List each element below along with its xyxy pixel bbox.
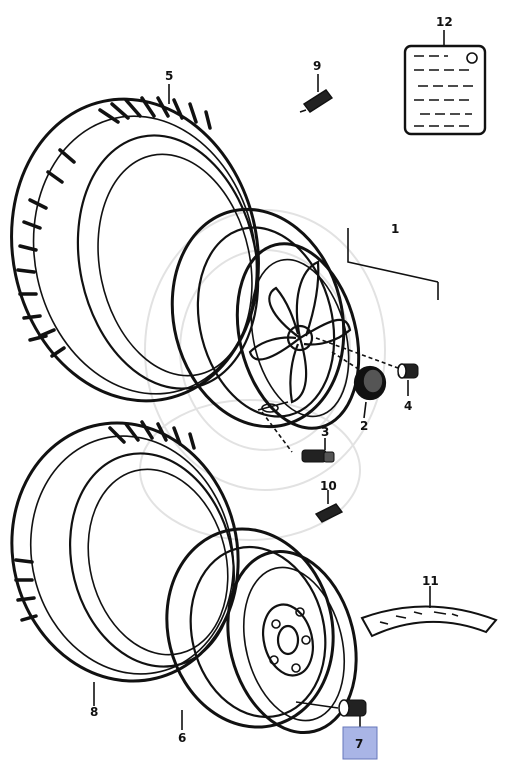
lower-tire-tread [14,420,196,622]
callout-10[interactable]: 10 [320,479,337,493]
tire-valve-alloy[interactable] [301,449,335,463]
valve-leader [261,411,293,453]
tire-placard[interactable] [403,44,487,136]
callout-11[interactable]: 11 [422,574,439,588]
callout-7[interactable]: 7 [355,737,363,751]
callout-1[interactable]: 1 [391,222,399,236]
balance-weight-lower[interactable] [314,503,344,523]
lower-tire[interactable] [0,399,265,705]
callout-1-bracket [347,228,439,300]
upper-tire[interactable] [0,76,286,424]
lug-nut-alloy-leader [315,337,399,369]
callout-9[interactable]: 9 [313,59,321,73]
lug-nut-alloy[interactable] [397,363,419,379]
balance-weight-upper[interactable] [299,89,334,113]
callout-2[interactable]: 2 [360,419,368,433]
callout-6[interactable]: 6 [178,731,186,745]
callout-2-leader [363,401,367,419]
alloy-wheel[interactable] [150,191,377,445]
callout-7-highlight [342,726,378,760]
callout-3[interactable]: 3 [321,425,329,439]
callout-12[interactable]: 12 [436,15,453,29]
rim-strip[interactable] [360,605,498,638]
upper-tire-tread [16,96,212,358]
lug-nut-steel-leader [295,701,339,709]
callout-8[interactable]: 8 [90,705,98,719]
center-cap[interactable] [353,365,387,401]
steel-wheel-hub [262,603,314,677]
steel-wheel[interactable] [146,511,374,746]
callout-4[interactable]: 4 [404,399,412,413]
callout-5[interactable]: 5 [165,69,173,83]
lug-nut-steel[interactable] [338,699,367,717]
alloy-wheel-spokes [248,260,352,404]
